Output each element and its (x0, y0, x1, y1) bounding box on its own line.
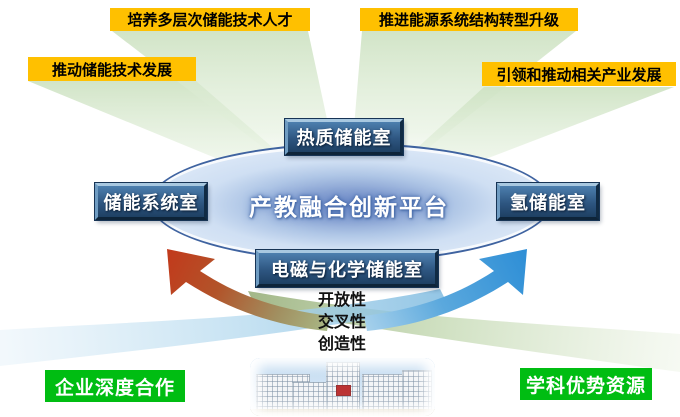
outcome-label-talent: 培养多层次储能技术人才 (110, 8, 310, 31)
red-curved-arrow-icon (167, 249, 330, 331)
blue-ribbon (0, 289, 448, 366)
outcome-label-industry: 引领和推动相关产业发展 (482, 62, 676, 86)
foundation-enterprise-cooperation: 企业深度合作 (45, 370, 185, 402)
lab-node-label: 电磁与化学储能室 (271, 259, 423, 281)
outcome-text: 推动储能技术发展 (51, 60, 172, 79)
lab-node-thermal: 热质储能室 (285, 119, 403, 155)
lab-node-label: 氢储能室 (510, 192, 586, 214)
outcome-label-energy-transition: 推进能源系统结构转型升级 (360, 8, 578, 31)
campus-building-photo (250, 358, 435, 416)
quality-interdisciplinarity: 交叉性 (317, 312, 366, 331)
building-red-banner (336, 385, 351, 396)
outcome-text: 培养多层次储能技术人才 (127, 11, 293, 29)
foundation-text: 学科优势资源 (525, 374, 646, 397)
building-ground (250, 409, 435, 416)
quality-openness: 开放性 (317, 290, 366, 309)
photo-feather-overlay (250, 358, 435, 416)
foundation-text: 企业深度合作 (54, 376, 175, 399)
building-right-mid (402, 370, 432, 416)
blue-curved-arrow-icon (364, 249, 527, 331)
lab-node-hydrogen: 氢储能室 (497, 183, 599, 220)
lab-node-label: 热质储能室 (296, 128, 392, 149)
lab-node-storage-system: 储能系统室 (95, 183, 207, 220)
outcome-text: 推进能源系统结构转型升级 (378, 11, 559, 29)
foundation-discipline-resources: 学科优势资源 (520, 368, 652, 400)
quality-creativity: 创造性 (317, 334, 366, 353)
platform-title: 产教融合创新平台 (249, 195, 449, 221)
outcome-text: 引领和推动相关产业发展 (496, 65, 662, 84)
lab-node-label: 储能系统室 (103, 192, 199, 214)
lab-node-electromagnetic-chemical: 电磁与化学储能室 (256, 250, 438, 287)
outcome-label-tech-development: 推动储能技术发展 (28, 57, 196, 81)
